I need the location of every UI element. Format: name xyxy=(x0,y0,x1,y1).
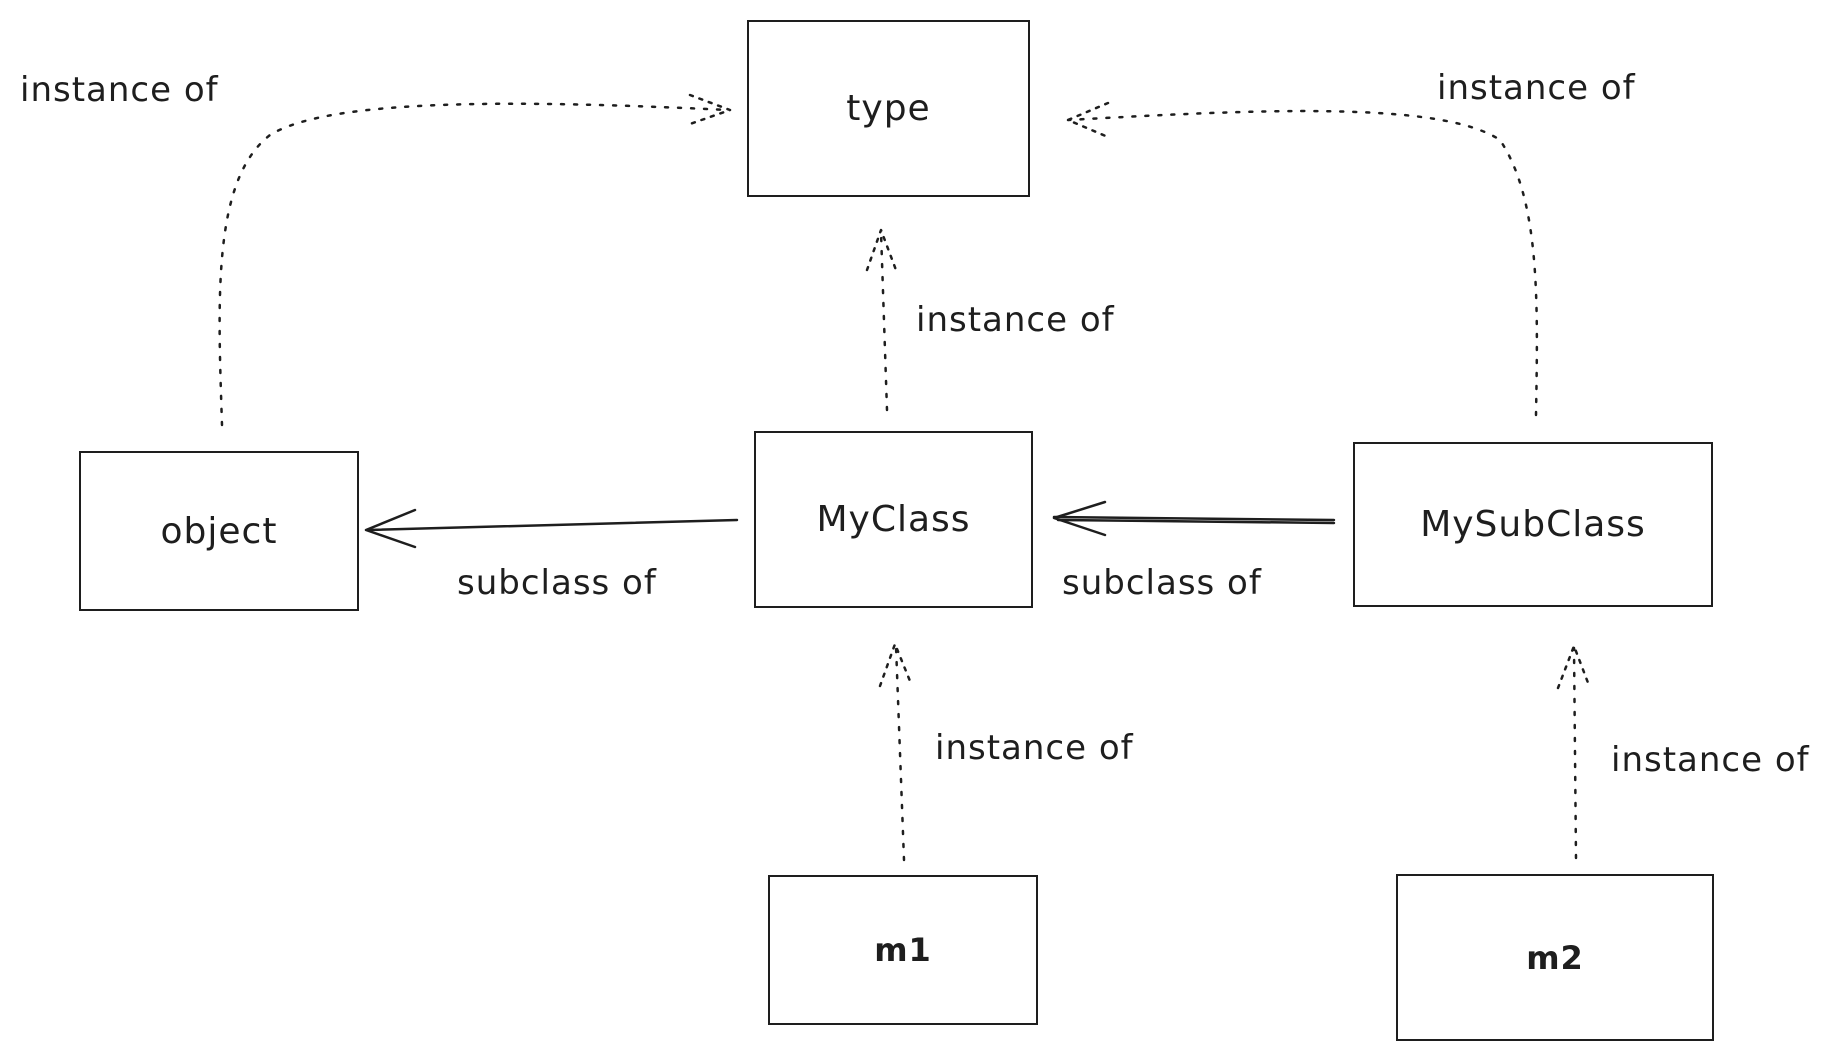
edge-mysubclass-instance-of-type xyxy=(1066,109,1539,417)
arrowhead-object-to-type xyxy=(688,93,732,126)
node-object-label: object xyxy=(160,510,278,552)
edge-label-object-instance-of: instance of xyxy=(20,70,219,110)
edge-label-mysubclass-subclass-of: subclass of xyxy=(1062,563,1262,603)
node-m2-label: m2 xyxy=(1526,938,1584,977)
arrowhead-mysubclass-to-myclass xyxy=(1052,500,1107,537)
edge-myclass-subclass-of-object xyxy=(366,518,739,532)
node-m1: m1 xyxy=(768,875,1038,1025)
arrowhead-myclass-to-object xyxy=(364,508,417,549)
edge-m1-instance-of-myclass xyxy=(894,644,906,862)
node-myclass-label: MyClass xyxy=(816,499,971,540)
node-m2: m2 xyxy=(1396,874,1714,1041)
node-object: object xyxy=(79,451,359,611)
node-m1-label: m1 xyxy=(874,931,932,969)
edge-object-instance-of-type xyxy=(218,102,730,427)
node-myclass: MyClass xyxy=(754,431,1033,608)
node-mysubclass: MySubClass xyxy=(1353,442,1713,607)
edge-label-m2-instance-of: instance of xyxy=(1611,740,1810,780)
node-type: type xyxy=(747,20,1030,197)
arrowhead-myclass-to-type xyxy=(865,228,898,272)
edge-label-myclass-instance-of: instance of xyxy=(916,300,1115,340)
edge-label-myclass-subclass-of: subclass of xyxy=(457,563,657,603)
node-type-label: type xyxy=(846,88,931,129)
arrowhead-m2-to-mysubclass xyxy=(1556,644,1592,690)
edge-mysubclass-subclass-of-myclass xyxy=(1052,515,1336,522)
edge-mysubclass-subclass-of-myclass-second-stroke xyxy=(1056,518,1336,525)
arrowhead-mysubclass-to-type xyxy=(1066,101,1110,139)
node-mysubclass-label: MySubClass xyxy=(1420,504,1646,545)
edge-label-mysubclass-instance-of: instance of xyxy=(1437,68,1636,108)
edge-label-m1-instance-of: instance of xyxy=(935,728,1134,768)
edge-m2-instance-of-mysubclass xyxy=(1572,646,1578,860)
edge-myclass-instance-of-type xyxy=(879,230,889,412)
